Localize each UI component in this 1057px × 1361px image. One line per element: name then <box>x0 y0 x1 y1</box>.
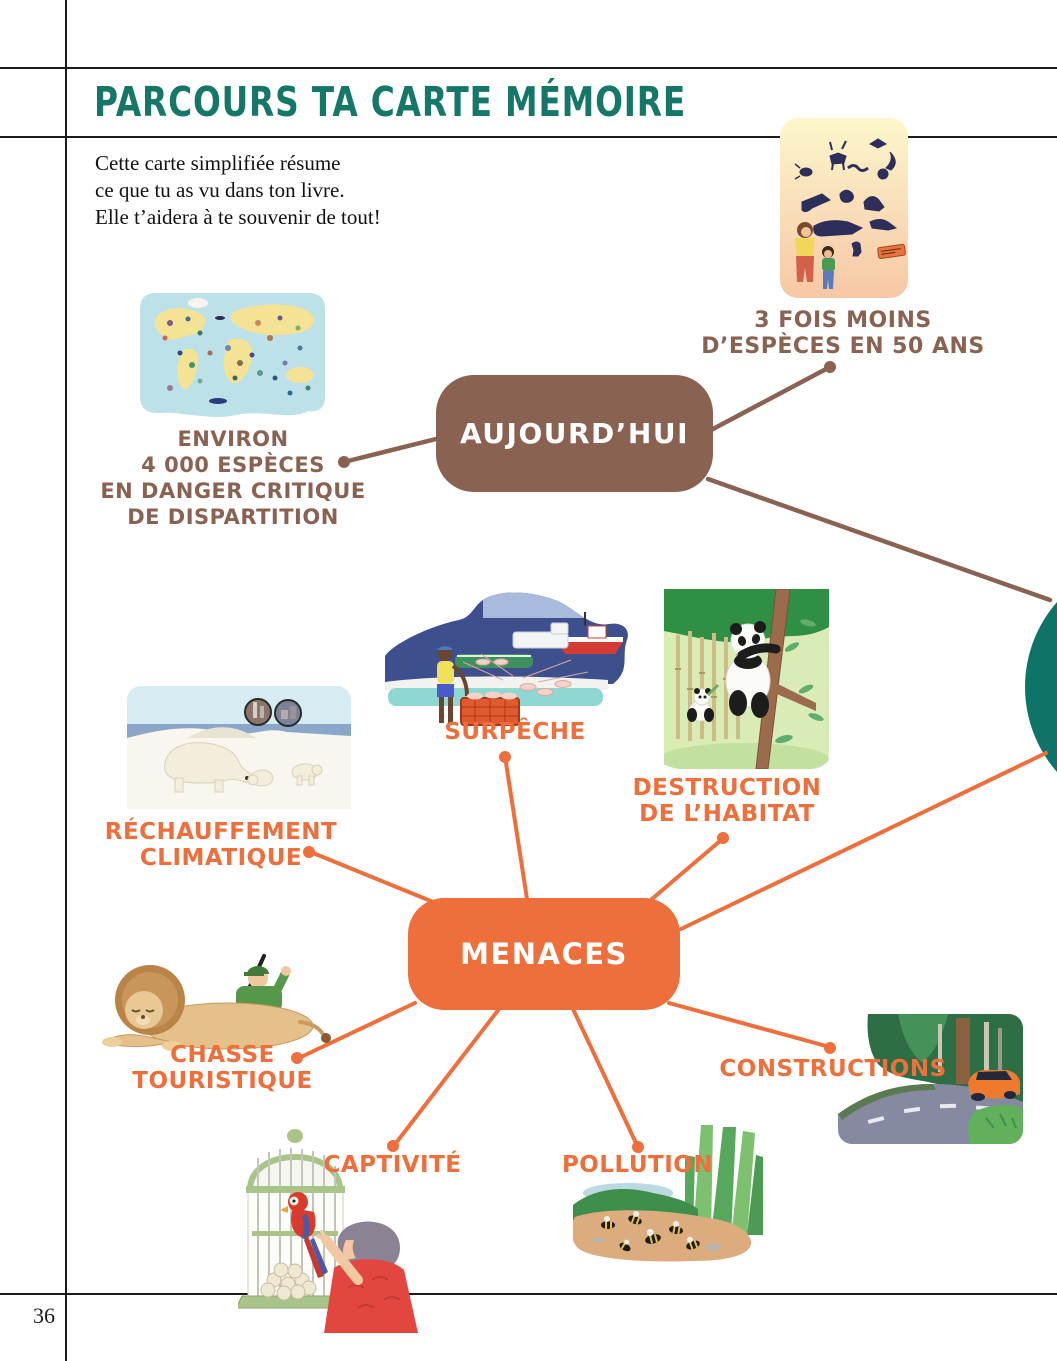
node-menaces: MENACES <box>408 898 680 1010</box>
animal-silhouettes <box>794 138 898 257</box>
branch-label-pollution: POLLUTION <box>561 1152 714 1178</box>
node-aujourdhui: AUJOURD’HUI <box>436 375 713 492</box>
orange-connector-dots <box>291 751 836 1153</box>
branch-label-surpeche: SURPÊCHE <box>444 719 586 745</box>
egg-pile <box>260 1262 317 1301</box>
page-title: PARCOURS TA CARTE MÉMOIRE <box>94 78 687 126</box>
brown-connector-dots <box>338 361 836 468</box>
warning-sign <box>877 243 906 259</box>
mother-bear <box>164 742 252 793</box>
polar-bears-illustration <box>127 686 351 809</box>
fisherman <box>437 646 469 723</box>
road-forest-illustration <box>838 1014 1023 1144</box>
branch-label-constructions: CONSTRUCTIONS <box>719 1056 947 1082</box>
left-margin-rule <box>65 0 67 1361</box>
parrot <box>280 1192 328 1278</box>
world-map-illustration <box>140 293 325 417</box>
woman <box>316 1221 418 1333</box>
fish-crate <box>460 691 520 726</box>
header-rule <box>0 136 1057 138</box>
dead-bees-illustration <box>573 1125 763 1262</box>
panda-adult <box>725 621 781 718</box>
continents <box>154 304 314 390</box>
bees <box>592 1211 721 1252</box>
parrot-cage-illustration <box>238 1129 418 1333</box>
branch-label-rechauffement: RÉCHAUFFEMENT CLIMATIQUE <box>104 819 338 871</box>
intro-text: Cette carte simplifiée résume ce que tu … <box>95 151 381 229</box>
lion <box>102 965 331 1051</box>
fishing-boat <box>558 612 623 654</box>
footer-rule <box>0 1293 1057 1295</box>
panda-bamboo-illustration <box>664 589 829 769</box>
top-rule <box>0 67 1057 69</box>
leaves <box>775 619 824 744</box>
orange-connectors <box>299 751 1048 1145</box>
animal-specks <box>162 315 311 404</box>
fishing-harbor-illustration <box>385 592 628 726</box>
branch-label-especes-50ans: 3 FOIS MOINS D’ESPÈCES EN 50 ANS <box>701 308 985 359</box>
brown-connectors <box>345 365 1053 603</box>
people-figures <box>795 222 835 289</box>
spilled-fish <box>462 653 589 696</box>
page-number: 36 <box>33 1303 55 1328</box>
branch-label-especes-danger: ENVIRON 4 000 ESPÈCES EN DANGER CRITIQUE… <box>100 427 366 529</box>
bear-cubs <box>247 763 323 787</box>
edge-node-circle <box>1025 601 1057 773</box>
extinct-species-card-illustration <box>780 118 908 298</box>
branch-label-captivite: CAPTIVITÉ <box>323 1152 462 1178</box>
inset-circles <box>244 698 302 727</box>
lion-hunter-illustration <box>102 954 331 1051</box>
branch-label-chasse: CHASSE TOURISTIQUE <box>132 1042 313 1094</box>
branch-label-destruction-habitat: DESTRUCTION DE L’HABITAT <box>632 775 822 827</box>
panda-cub <box>687 683 720 722</box>
car <box>968 1070 1020 1101</box>
